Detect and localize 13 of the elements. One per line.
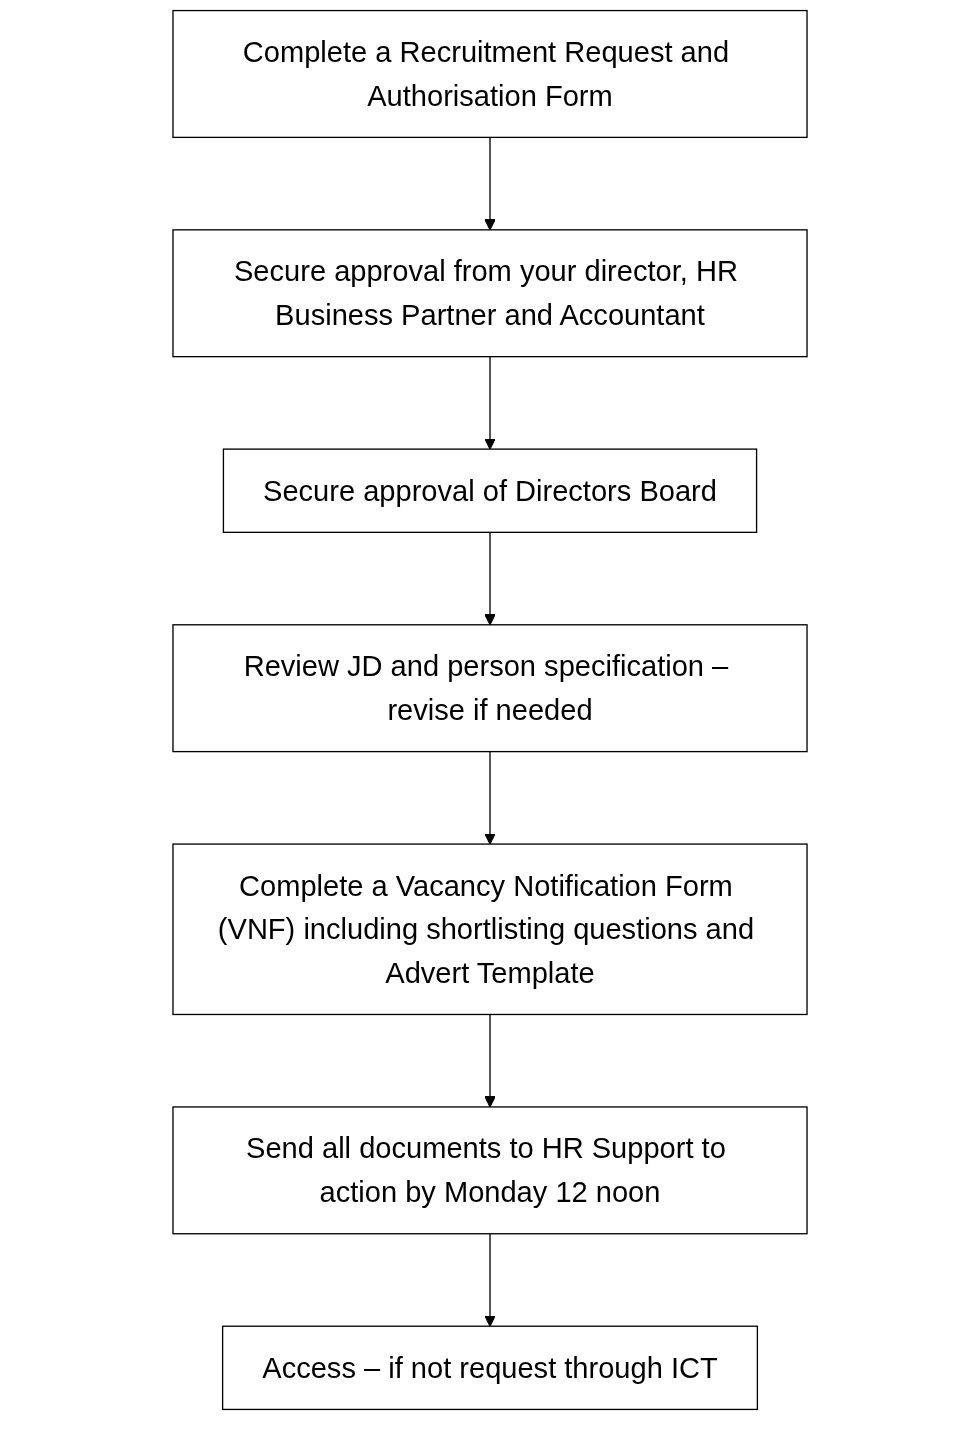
arrow (484, 356, 496, 450)
arrow (484, 1013, 496, 1108)
node-box: Send all documents to HR Support to action by Monday 12 noon (172, 1106, 808, 1235)
arrow (484, 1233, 496, 1327)
node-box: Complete a Vacancy Notification Form (VNF) including shortlisting questions and Advert Template (172, 843, 808, 1016)
node-box: Secure approval from your director, HR Business Partner and Accountant (172, 229, 808, 358)
arrow (484, 531, 496, 626)
node-box: Access – if not request through ICT (221, 1325, 759, 1411)
node-box: Review JD and person specification – revise if needed (172, 624, 808, 753)
node-box: Complete a Recruitment Request and Authorisation Form (172, 9, 808, 139)
arrow (484, 136, 496, 231)
node-box: Secure approval of Directors Board (222, 448, 758, 533)
arrow (484, 750, 496, 845)
